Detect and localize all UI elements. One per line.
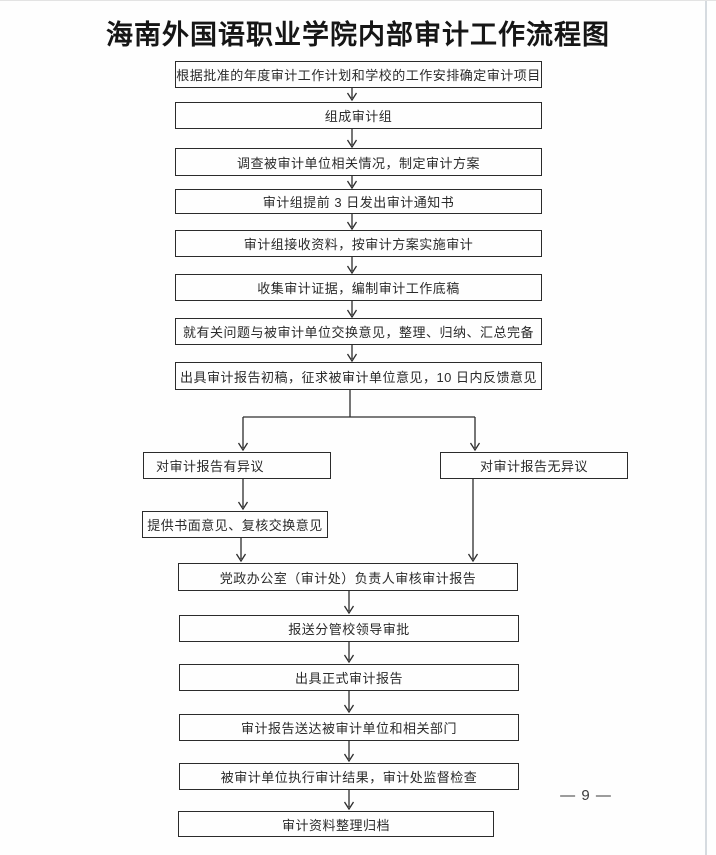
arrow-formal-to-deliver	[343, 691, 355, 714]
flow-node-draft-report: 出具审计报告初稿，征求被审计单位意见，10 日内反馈意见	[175, 362, 542, 390]
arrow-no-objection-to-review	[467, 479, 479, 563]
flow-node-collect-evidence: 收集审计证据，编制审计工作底稿	[175, 274, 542, 301]
flow-node-archive-materials: 审计资料整理归档	[178, 811, 494, 837]
arrow-branch-to-objection	[237, 417, 249, 452]
arrow-determine-to-team	[346, 88, 358, 102]
arrow-supervise-to-archive	[343, 790, 355, 811]
flow-node-form-audit-team: 组成审计组	[175, 102, 542, 129]
flow-node-no-objection: 对审计报告无异议	[440, 452, 628, 479]
flow-node-leader-approval: 报送分管校领导审批	[179, 615, 519, 642]
arrow-leader-to-formal	[343, 642, 355, 664]
arrow-exchange-to-draft	[346, 345, 358, 363]
flow-node-supervise-check: 被审计单位执行审计结果，审计处监督检查	[179, 763, 519, 790]
arrow-branch-to-no-objection	[469, 417, 481, 452]
scan-edge-line	[705, 1, 707, 855]
flow-node-exchange-opinions: 就有关问题与被审计单位交换意见，整理、归纳、汇总完备	[175, 318, 542, 345]
flow-node-receive-materials: 审计组接收资料，按审计方案实施审计	[175, 230, 542, 257]
page-title: 海南外国语职业学院内部审计工作流程图	[106, 20, 610, 50]
flow-node-objection: 对审计报告有异议	[143, 452, 331, 479]
page-number: — 9 —	[560, 787, 612, 804]
flow-node-written-opinion: 提供书面意见、复核交换意见	[142, 511, 328, 538]
flow-node-investigate-plan: 调查被审计单位相关情况，制定审计方案	[175, 148, 542, 176]
arrow-written-to-review	[235, 538, 247, 563]
arrow-team-to-investigate	[346, 129, 358, 149]
arrow-investigate-to-notice	[346, 176, 358, 190]
arrow-receive-to-collect	[346, 257, 358, 275]
arrow-collect-to-exchange	[346, 301, 358, 319]
arrow-objection-to-written	[237, 479, 249, 511]
arrow-notice-to-receive	[346, 214, 358, 231]
flow-node-issue-notice: 审计组提前 3 日发出审计通知书	[175, 189, 542, 214]
flow-node-formal-report: 出具正式审计报告	[179, 664, 519, 691]
flow-node-deliver-report: 审计报告送达被审计单位和相关部门	[179, 714, 519, 741]
flow-node-determine-project: 根据批准的年度审计工作计划和学校的工作安排确定审计项目	[175, 61, 542, 88]
arrow-deliver-to-supervise	[343, 741, 355, 763]
arrow-review-to-leader	[343, 591, 355, 615]
flow-node-review-report: 党政办公室（审计处）负责人审核审计报告	[178, 563, 518, 591]
